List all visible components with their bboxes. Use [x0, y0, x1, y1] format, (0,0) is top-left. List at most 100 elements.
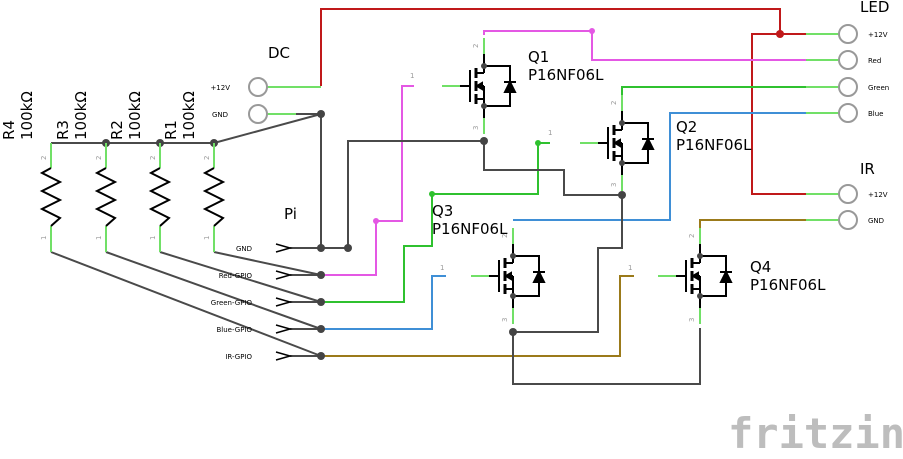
transistor-part: P16NF06L — [750, 276, 826, 294]
led-connector: LED +12V Red Green Blue — [806, 0, 889, 123]
ir-pin-gnd — [838, 210, 858, 230]
transistor-part: P16NF06L — [676, 136, 752, 154]
resistor-value: 100kΩ — [72, 91, 90, 140]
led-pin-red — [838, 50, 858, 70]
led-pin-label: +12V — [868, 31, 888, 39]
transistor-part: P16NF06L — [528, 66, 604, 84]
resistor-name: R1 — [162, 120, 180, 140]
led-pin-blue — [838, 103, 858, 123]
node-dot — [317, 271, 325, 279]
pi-pin-label: Blue-GPIO — [217, 326, 253, 334]
led-pin-label: Blue — [868, 110, 884, 118]
resistor-name: R2 — [108, 120, 126, 140]
svg-text:1: 1 — [149, 236, 157, 240]
svg-text:2: 2 — [40, 156, 48, 160]
node-dot — [317, 352, 325, 360]
ir-pin-label: GND — [868, 217, 884, 225]
svg-text:2: 2 — [501, 234, 509, 238]
svg-text:1: 1 — [203, 236, 211, 240]
wire-ir — [699, 219, 840, 246]
resistor-r2: R2 100kΩ 2 1 — [108, 91, 172, 252]
svg-text:2: 2 — [688, 234, 696, 238]
resistor-r1: R1 100kΩ 2 1 — [162, 91, 226, 252]
mosfet-q3: Q3 P16NF06L 1 2 3 — [432, 202, 547, 326]
resistor-value: 100kΩ — [18, 91, 36, 140]
svg-text:1: 1 — [440, 264, 444, 272]
pi-pin-label: GND — [236, 245, 252, 253]
mosfet-q1: Q1 P16NF06L 1 2 3 — [410, 36, 604, 136]
ir-connector: IR +12V GND — [806, 160, 888, 230]
junction-dots — [102, 28, 784, 360]
svg-text:1: 1 — [410, 72, 414, 80]
svg-text:2: 2 — [472, 44, 480, 48]
node-dot — [344, 244, 352, 252]
node-dot — [589, 28, 595, 34]
led-pin-label: Green — [868, 84, 889, 92]
resistors: R4 100kΩ 2 1 R3 100kΩ 2 1 R2 100kΩ 2 1 — [0, 91, 226, 252]
led-pin-label: Red — [868, 57, 881, 65]
pi-title: Pi — [284, 205, 297, 223]
ir-title: IR — [860, 160, 875, 178]
wire-gnd-dc — [266, 113, 701, 385]
transistor-part: P16NF06L — [432, 220, 508, 238]
svg-text:1: 1 — [95, 236, 103, 240]
node-dot — [480, 137, 488, 145]
svg-text:1: 1 — [40, 236, 48, 240]
mosfet-q2: Q2 P16NF06L 1 2 3 — [548, 93, 752, 193]
node-dot — [618, 191, 626, 199]
node-dot — [317, 298, 325, 306]
svg-text:2: 2 — [149, 156, 157, 160]
transistor-name: Q3 — [432, 202, 453, 220]
transistor-name: Q2 — [676, 118, 697, 136]
wire-green — [621, 86, 840, 115]
dc-pin-label: GND — [212, 111, 228, 119]
wire-12v — [320, 8, 840, 86]
svg-text:2: 2 — [203, 156, 211, 160]
wire-blue — [513, 112, 840, 221]
pi-header: Pi GND Red-GPIO Green-GPIO Blue-GPIO IR-… — [211, 205, 297, 361]
resistor-r4: R4 100kΩ 2 1 — [0, 91, 63, 252]
node-dot — [317, 110, 325, 118]
led-pin-green — [838, 77, 858, 97]
svg-text:3: 3 — [501, 318, 509, 322]
transistor-name: Q1 — [528, 48, 549, 66]
resistor-name: R4 — [0, 120, 18, 140]
fritzing-watermark: fritzing — [728, 409, 903, 458]
node-dot — [317, 244, 325, 252]
dc-connector: DC +12V GND — [210, 44, 321, 124]
resistor-r3: R3 100kΩ 2 1 — [54, 91, 118, 252]
wire-red-gpio — [324, 85, 414, 276]
node-dot — [509, 328, 517, 336]
wire-green-gpio — [324, 142, 550, 303]
wire-blue-gpio — [324, 275, 446, 330]
svg-text:2: 2 — [610, 101, 618, 105]
dc-pin-label: +12V — [210, 84, 230, 92]
node-dot — [776, 30, 784, 38]
svg-text:1: 1 — [548, 129, 552, 137]
svg-text:3: 3 — [472, 126, 480, 130]
node-dot — [373, 218, 379, 224]
svg-text:1: 1 — [628, 264, 632, 272]
pi-pin-label: Red-GPIO — [219, 272, 253, 280]
resistor-value: 100kΩ — [126, 91, 144, 140]
svg-text:3: 3 — [610, 183, 618, 187]
svg-text:2: 2 — [95, 156, 103, 160]
resistor-value: 100kΩ — [180, 91, 198, 140]
ir-pin-12v — [838, 184, 858, 204]
wire-ir-gpio — [324, 275, 634, 357]
ir-pin-label: +12V — [868, 191, 888, 199]
dc-title: DC — [268, 44, 290, 62]
dc-pin-gnd — [248, 104, 268, 124]
node-dot — [429, 191, 435, 197]
resistor-name: R3 — [54, 120, 72, 140]
pi-pin-label: Green-GPIO — [211, 299, 253, 307]
led-title: LED — [860, 0, 889, 16]
transistor-name: Q4 — [750, 258, 771, 276]
pi-pin-label: IR-GPIO — [225, 353, 252, 361]
dc-pin-12v — [248, 77, 268, 97]
node-dot — [317, 325, 325, 333]
svg-text:3: 3 — [688, 318, 696, 322]
mosfet-q4: Q4 P16NF06L 1 2 3 — [628, 226, 826, 326]
wires — [50, 8, 840, 385]
